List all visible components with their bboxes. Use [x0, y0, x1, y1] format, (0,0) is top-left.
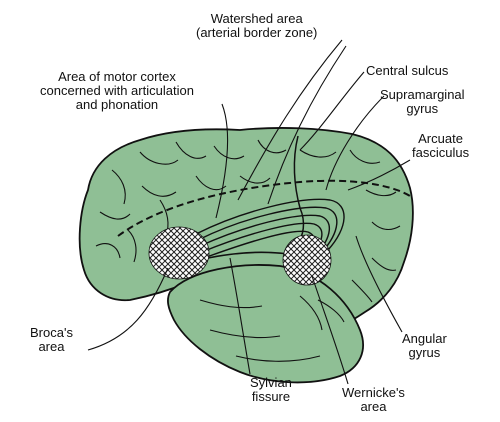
label-arcuate-fasciculus: Arcuate fasciculus — [412, 132, 469, 160]
leader-angular — [355, 235, 403, 333]
label-arcuate-line-2: fasciculus — [412, 145, 470, 160]
broca-area-region — [148, 226, 210, 280]
leader-watershed-1 — [237, 39, 343, 201]
leader-motor-cortex — [215, 103, 229, 219]
label-central-sulcus-line-1: Central sulcus — [366, 63, 449, 78]
leader-watershed-2 — [267, 45, 347, 205]
label-angular-line-1: Angular — [402, 331, 447, 346]
label-watershed-line-2: (arterial border zone) — [196, 25, 318, 40]
leader-supramarginal — [325, 95, 385, 191]
label-wernicke-area: Wernicke's area — [342, 386, 405, 414]
label-angular-line-2: gyrus — [408, 345, 441, 360]
label-broca-line-1: Broca's — [30, 325, 73, 340]
label-angular-gyrus: Angular gyrus — [402, 332, 447, 360]
watershed-dashed-line — [117, 179, 411, 237]
leader-arcuate — [347, 159, 411, 191]
label-arcuate-line-1: Arcuate — [418, 131, 463, 146]
label-sylvian-line-2: fissure — [251, 389, 291, 404]
leader-central-sulcus — [299, 71, 365, 151]
leader-broca — [87, 267, 169, 351]
temporal-lobe-outline — [167, 264, 364, 384]
label-wernicke-line-1: Wernicke's — [342, 385, 405, 400]
leader-wernicke — [311, 275, 349, 385]
label-watershed-line-1: Watershed area — [210, 11, 303, 26]
label-central-sulcus: Central sulcus — [366, 64, 448, 78]
leader-lines — [87, 39, 411, 385]
label-supramarginal-line-2: gyrus — [406, 101, 439, 116]
wernicke-area-region — [282, 234, 332, 286]
arcuate-fasciculus — [195, 198, 345, 259]
leader-sylvian — [229, 257, 251, 375]
label-motor-cortex-line-1: Area of motor cortex — [58, 69, 176, 84]
label-broca-line-2: area — [38, 339, 65, 354]
label-sylvian-line-1: Sylvian — [250, 375, 292, 390]
label-motor-cortex: Area of motor cortex concerned with arti… — [40, 70, 194, 112]
label-supramarginal-gyrus: Supramarginal gyrus — [380, 88, 465, 116]
label-sylvian-fissure: Sylvian fissure — [250, 376, 292, 404]
label-wernicke-line-2: area — [360, 399, 387, 414]
gyri-lines — [95, 139, 401, 362]
label-broca-area: Broca's area — [30, 326, 73, 354]
label-supramarginal-line-1: Supramarginal — [380, 87, 465, 102]
label-watershed-area: Watershed area (arterial border zone) — [196, 12, 317, 40]
label-motor-cortex-line-2: concerned with articulation — [40, 83, 194, 98]
label-motor-cortex-line-3: and phonation — [75, 97, 159, 112]
